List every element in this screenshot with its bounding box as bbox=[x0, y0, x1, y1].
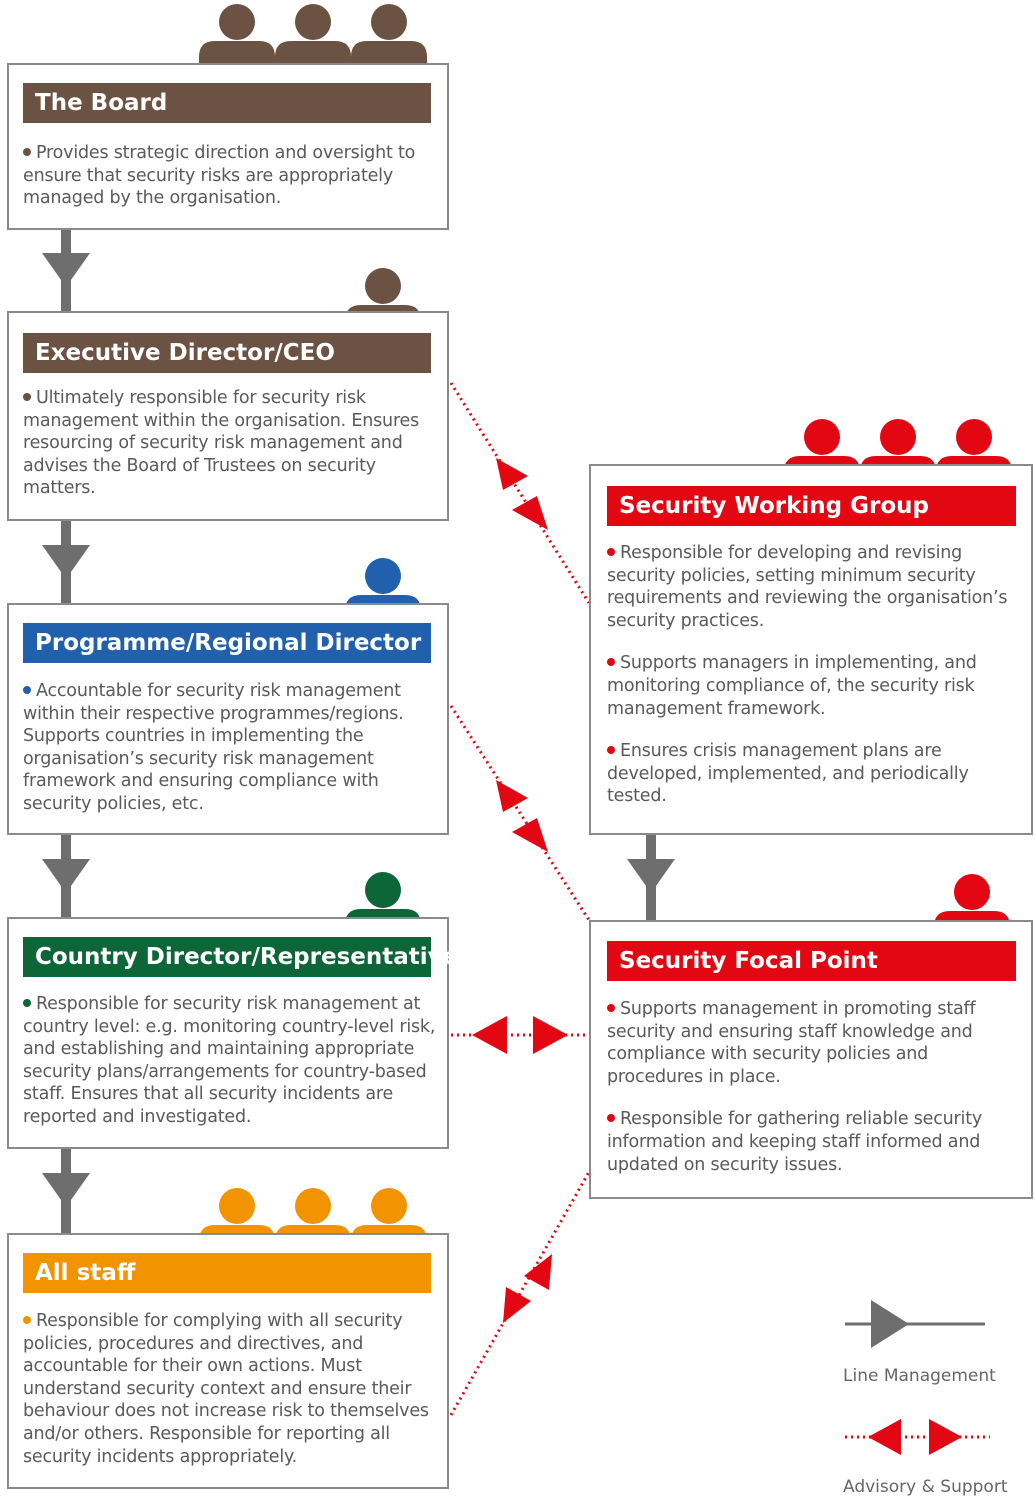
bullet-point: Responsible for gathering reliable secur… bbox=[607, 1108, 1022, 1176]
bullet-dot-icon bbox=[23, 1316, 31, 1324]
bullet-text: Responsible for gathering reliable secur… bbox=[607, 1109, 983, 1175]
bullet-dot-icon bbox=[607, 1114, 615, 1123]
advisory-arrowhead bbox=[472, 1016, 507, 1054]
bullet-text: Supports managers in implementing, and m… bbox=[607, 653, 977, 719]
bullet-dot-icon bbox=[607, 658, 615, 667]
bullet-dot-icon bbox=[23, 393, 31, 401]
bullet-point: Ensures crisis management plans are deve… bbox=[607, 740, 1022, 808]
bullet-text: Provides strategic direction and oversig… bbox=[23, 143, 416, 209]
line-arrow-regional-to-country bbox=[42, 835, 90, 917]
regional-title: Programme/Regional Director bbox=[23, 623, 431, 663]
advisory-arrowhead bbox=[512, 496, 548, 530]
executive-title: Executive Director/CEO bbox=[23, 333, 431, 373]
line-arrow-executive-to-regional bbox=[42, 521, 90, 603]
advisory-arrowhead bbox=[496, 458, 528, 490]
staff-description: Responsible for complying with all secur… bbox=[23, 1310, 438, 1488]
working-group-title: Security Working Group bbox=[607, 486, 1016, 526]
board-description: Provides strategic direction and oversig… bbox=[23, 142, 438, 230]
focal-point-title: Security Focal Point bbox=[607, 941, 1016, 981]
working-group-description: Responsible for developing and revising … bbox=[607, 542, 1022, 828]
line-arrow-country-to-staff bbox=[42, 1149, 90, 1233]
legend-advisory-symbol bbox=[845, 1419, 990, 1455]
bullet-dot-icon bbox=[23, 148, 31, 156]
advisory-arrowhead bbox=[512, 818, 548, 852]
bullet-text: Responsible for security risk management… bbox=[23, 994, 436, 1127]
advisory-arrowhead bbox=[496, 780, 528, 812]
advisory-arrowhead bbox=[533, 1016, 568, 1054]
bullet-dot-icon bbox=[23, 686, 31, 694]
bullet-point: Accountable for security risk management… bbox=[23, 680, 438, 816]
advisory-arrowhead bbox=[524, 1254, 552, 1290]
bullet-point: Provides strategic direction and oversig… bbox=[23, 142, 438, 210]
bullet-point: Responsible for security risk management… bbox=[23, 993, 438, 1129]
staff-title: All staff bbox=[23, 1253, 431, 1293]
bullet-text: Ultimately responsible for security risk… bbox=[23, 388, 420, 499]
bullet-point: Responsible for complying with all secur… bbox=[23, 1310, 438, 1468]
bullet-text: Ensures crisis management plans are deve… bbox=[607, 741, 969, 807]
advisory-line-staff-focal-point bbox=[449, 1171, 591, 1416]
regional-description: Accountable for security risk management… bbox=[23, 680, 438, 836]
legend-line-management-label: Line Management bbox=[843, 1366, 996, 1386]
line-arrow-board-to-executive bbox=[42, 229, 90, 311]
bullet-point: Ultimately responsible for security risk… bbox=[23, 387, 438, 500]
advisory-line-regional-focal-point bbox=[449, 705, 591, 921]
bullet-dot-icon bbox=[607, 1004, 615, 1012]
country-title: Country Director/Representative bbox=[23, 937, 458, 977]
bullet-text: Accountable for security risk management… bbox=[23, 681, 404, 814]
bullet-text: Responsible for developing and revising … bbox=[607, 543, 1008, 631]
board-people-icon bbox=[199, 4, 427, 69]
bullet-text: Responsible for complying with all secur… bbox=[23, 1311, 429, 1467]
bullet-dot-icon bbox=[607, 746, 615, 755]
bullet-dot-icon bbox=[607, 548, 615, 556]
focal-point-description: Supports management in promoting staff s… bbox=[607, 998, 1022, 1196]
advisory-arrowhead bbox=[503, 1287, 531, 1323]
country-description: Responsible for security risk management… bbox=[23, 993, 438, 1149]
bullet-point: Supports management in promoting staff s… bbox=[607, 998, 1022, 1088]
advisory-line-executive-working-group bbox=[449, 382, 591, 604]
bullet-point: Responsible for developing and revising … bbox=[607, 542, 1022, 632]
legend-advisory-label: Advisory & Support bbox=[843, 1477, 1008, 1497]
board-title: The Board bbox=[23, 83, 431, 123]
line-arrow-working-group-to-focal-point bbox=[627, 835, 675, 920]
bullet-text: Supports management in promoting staff s… bbox=[607, 999, 976, 1087]
executive-description: Ultimately responsible for security risk… bbox=[23, 387, 438, 520]
legend-line-management-symbol bbox=[845, 1300, 985, 1348]
bullet-dot-icon bbox=[23, 999, 31, 1007]
bullet-point: Supports managers in implementing, and m… bbox=[607, 652, 1022, 720]
